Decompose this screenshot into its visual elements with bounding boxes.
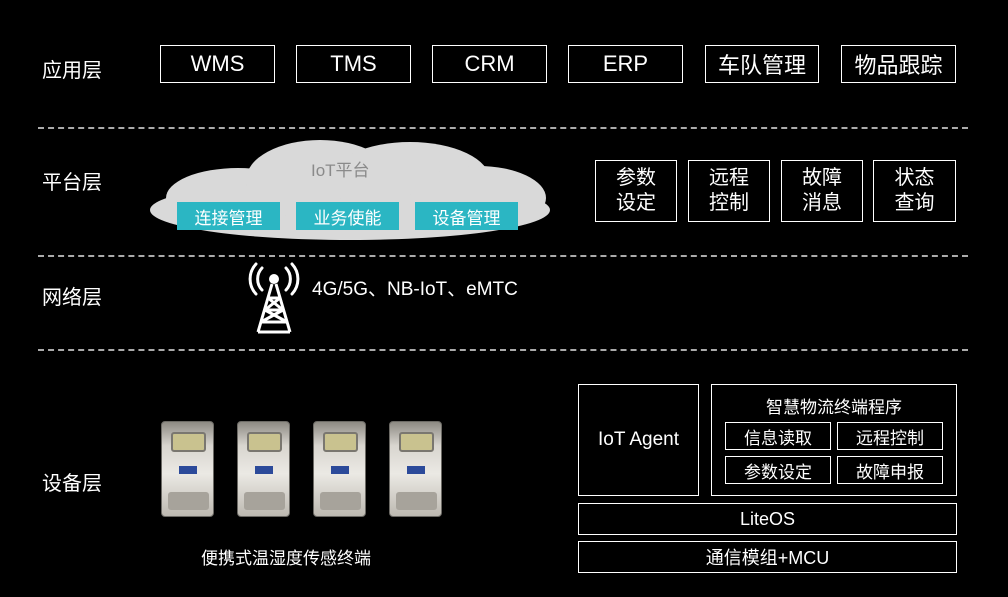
device-management: 设备管理 [415,202,518,230]
terminal-program-box: 智慧物流终端程序 [711,384,957,496]
hardware-box: 通信模组+MCU [578,541,957,573]
remote-control-box: 远程 控制 [688,160,770,222]
sensor-device-image [389,421,442,517]
app-box-erp: ERP [568,45,683,83]
device-layer-label: 设备层 [42,473,102,495]
app-box-tracking: 物品跟踪 [841,45,956,83]
platform-layer-label: 平台层 [42,172,102,194]
sensor-device-image [313,421,366,517]
sensor-device-image [161,421,214,517]
param-setting-item: 参数设定 [725,456,831,484]
sensor-device-image [237,421,290,517]
app-box-tms: TMS [296,45,411,83]
cloud-title: IoT平台 [311,161,370,180]
fault-message-box: 故障 消息 [781,160,863,222]
business-enablement: 业务使能 [296,202,399,230]
app-box-wms: WMS [160,45,275,83]
fault-report-item: 故障申报 [837,456,943,484]
separator-line [38,349,968,351]
app-layer-label: 应用层 [42,60,102,82]
app-box-crm: CRM [432,45,547,83]
info-read-box: 信息读取 [725,422,831,450]
separator-line [38,255,968,257]
iot-agent-box: IoT Agent [578,384,699,496]
liteos-box: LiteOS [578,503,957,535]
connection-management: 连接管理 [177,202,280,230]
separator-line [38,127,968,129]
cell-tower-icon [248,262,300,334]
status-query-box: 状态 查询 [873,160,956,222]
device-caption: 便携式温湿度传感终端 [201,549,371,568]
app-box-fleet: 车队管理 [705,45,819,83]
terminal-program-title: 智慧物流终端程序 [766,398,902,417]
network-protocols: 4G/5G、NB-IoT、eMTC [312,279,518,300]
param-setting-box: 参数 设定 [595,160,677,222]
network-layer-label: 网络层 [42,287,102,309]
remote-control-item: 远程控制 [837,422,943,450]
